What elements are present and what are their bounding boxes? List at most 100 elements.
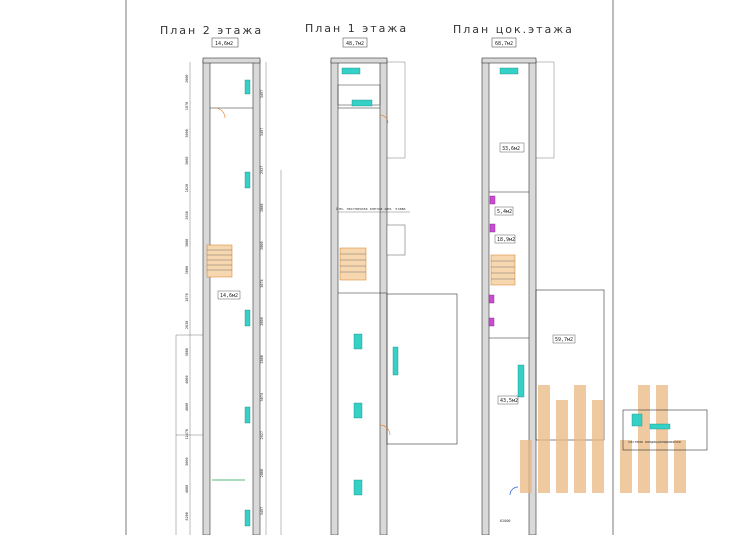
legend-swatch-2 (649, 423, 671, 430)
floor1-window-1 (353, 333, 363, 350)
dim-left-0: 2000 (185, 74, 189, 82)
area-tag-basement-e (552, 334, 576, 344)
floor2-wall-right (252, 59, 261, 535)
basement-bottom-label: 62000 (500, 519, 511, 523)
floor1-stair-treads (340, 253, 366, 273)
legend-box (622, 409, 708, 451)
plan-title-basement: План цок.этажа (453, 23, 574, 36)
dim-right-1: 3497 (260, 128, 264, 136)
plan-floor2: 14,6м2 (175, 57, 282, 535)
floor1-annex-room (386, 293, 458, 445)
floor2-window-2 (244, 171, 251, 189)
legend-label: система кондиционирования (628, 440, 681, 444)
floor2-door (214, 107, 226, 119)
basement-wc-fixture-2 (489, 223, 496, 233)
area-tag-basement-top (491, 37, 517, 48)
area-floor1-top: 48,7м2 (346, 41, 364, 47)
floor1-side-stair (386, 224, 406, 256)
dim-left-10: 3000 (185, 348, 189, 356)
dim-left-6: 3000 (185, 239, 189, 247)
floor2-window-5 (244, 509, 251, 527)
area-basement-a: 33,6м2 (502, 146, 520, 152)
area-tag-basement-b (494, 206, 514, 216)
floor2-window-3 (244, 309, 251, 327)
floor2-window-1 (244, 79, 251, 95)
area-basement-top: 68,7м2 (495, 41, 513, 47)
area-basement-c: 18,9м2 (497, 237, 515, 243)
dim-left-12: 4000 (185, 403, 189, 411)
area-basement-d: 43,5м2 (500, 398, 518, 404)
area-tag-basement-d (497, 395, 519, 405)
dim-left-1: 1870 (185, 102, 189, 110)
basement-staircase (490, 254, 516, 286)
dim-right-0: 3497 (260, 90, 264, 98)
floor1-window-annex (392, 346, 399, 376)
dim-left-16: 6200 (185, 512, 189, 520)
floor1-wall-left (330, 59, 339, 535)
area-tag-floor1-top (342, 37, 368, 48)
floor1-stair-label: Отм. лестничная клетка отм. этажа (336, 207, 406, 211)
watermark-logo (520, 385, 686, 493)
dim-right-4: 2800 (260, 241, 264, 249)
floor2-stair-treads (207, 249, 232, 271)
floor2-wall-left (202, 59, 211, 535)
area-tag-basement-a (499, 142, 525, 153)
basement-wall-left (481, 59, 490, 535)
dim-left-5: 2630 (185, 211, 189, 219)
dim-left-15: 4000 (185, 485, 189, 493)
area-tag-floor2-mid (217, 290, 241, 300)
floor1-window-3 (353, 479, 363, 496)
basement-wall-top (481, 57, 537, 64)
plan-title-floor1: План 1 этажа (305, 22, 408, 35)
dim-left-9: 2630 (185, 321, 189, 329)
dim-right-5: 3074 (260, 279, 264, 287)
dim-left-3: 3000 (185, 157, 189, 165)
floor2-wall-top (202, 57, 261, 64)
basement-window-side (517, 364, 525, 398)
dim-right-6: 2800 (260, 317, 264, 325)
basement-annex-room (535, 289, 605, 441)
floor2-dims-right: 3497 3497 2927 2808 2800 3074 2800 2800 3074 2927… (260, 90, 264, 516)
floor1-window-top (341, 67, 361, 75)
floor2-dims-left: 2000 1870 3000 3000 1620 2630 3000 3000 1870 2630… (185, 74, 189, 520)
dim-right-10: 2800 (260, 469, 264, 477)
floor2-staircase (206, 244, 233, 278)
floor1-staircase (339, 247, 367, 281)
basement-wc-fixture-1 (489, 195, 496, 205)
dim-left-14: 5000 (185, 457, 189, 465)
area-floor2-top: 14,6м2 (215, 41, 233, 47)
dim-left-8: 1870 (185, 293, 189, 301)
basement-wc-fixture-3 (488, 294, 495, 304)
basement-wc-fixture-4 (488, 317, 495, 327)
dim-left-7: 3000 (185, 266, 189, 274)
area-floor2-mid: 14,6м2 (220, 293, 238, 299)
area-basement-b: 5,4м2 (497, 209, 512, 215)
dim-left-4: 1620 (185, 184, 189, 192)
dim-right-2: 2927 (260, 166, 264, 174)
floor1-window-entrance (351, 99, 373, 107)
basement-door-bottom (509, 486, 519, 496)
area-tag-basement-c (494, 234, 516, 244)
dim-left-2: 3000 (185, 129, 189, 137)
floor1-window-2 (353, 402, 363, 419)
dim-right-7: 2800 (260, 355, 264, 363)
basement-stair-treads (491, 260, 515, 280)
floor1-door-bottom (379, 424, 391, 436)
floor1-door-top (379, 114, 389, 124)
dim-right-3: 2808 (260, 203, 264, 211)
floor1-wall-right (379, 59, 388, 535)
area-basement-e: 59,7м2 (555, 337, 573, 343)
dim-right-8: 3074 (260, 393, 264, 401)
legend-swatch-1 (631, 413, 643, 427)
dim-left-11: 4000 (185, 375, 189, 383)
dim-right-9: 2927 (260, 431, 264, 439)
area-tag-floor2-top (211, 37, 239, 48)
floor2-window-4 (244, 406, 251, 424)
dim-right-11: 3497 (260, 507, 264, 515)
plan-basement: 33,6м2 5,4м2 18,9м2 43,5м2 59,7м2 62000 (481, 57, 605, 535)
floor1-wall-top (330, 57, 388, 64)
plan-title-floor2: План 2 этажа (160, 24, 263, 37)
dim-left-13: 11470 (185, 429, 189, 440)
